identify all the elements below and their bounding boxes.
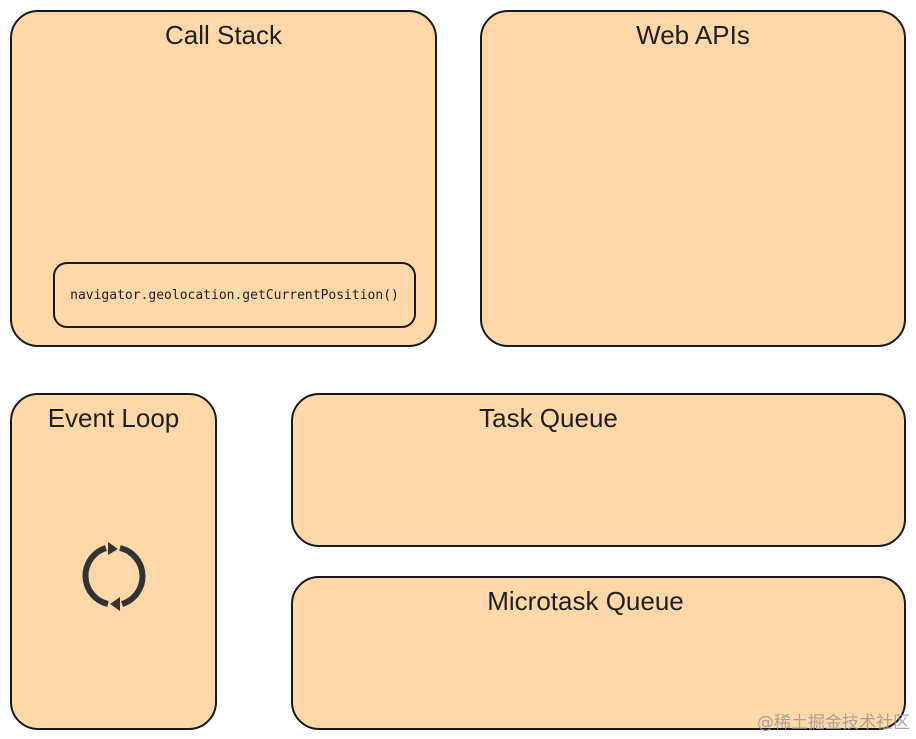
stack-frame-label: navigator.geolocation.getCurrentPosition… bbox=[70, 287, 399, 303]
web-apis-panel: Web APIs bbox=[480, 10, 906, 347]
watermark: @稀土掘金技术社区 bbox=[757, 713, 910, 733]
microtask-queue-title: Microtask Queue bbox=[487, 586, 684, 616]
call-stack-title: Call Stack bbox=[164, 20, 283, 50]
web-apis-title: Web APIs bbox=[636, 20, 750, 50]
loop-arc-right bbox=[119, 545, 146, 607]
stack-frame: navigator.geolocation.getCurrentPosition… bbox=[53, 262, 416, 328]
refresh-icon bbox=[82, 542, 146, 611]
event-loop-panel: Event Loop bbox=[10, 393, 217, 730]
call-stack-panel: Call Stack navigator.geolocation.getCurr… bbox=[10, 10, 437, 347]
loop-arrowhead-top bbox=[108, 542, 118, 555]
microtask-queue-panel: Microtask Queue bbox=[291, 576, 906, 730]
loop-arrowhead-bottom bbox=[110, 597, 120, 611]
task-queue-panel: Task Queue bbox=[291, 393, 906, 547]
loop-arc-left bbox=[82, 545, 109, 607]
task-queue-title: Task Queue bbox=[479, 403, 618, 433]
event-loop-title: Event Loop bbox=[47, 403, 180, 433]
